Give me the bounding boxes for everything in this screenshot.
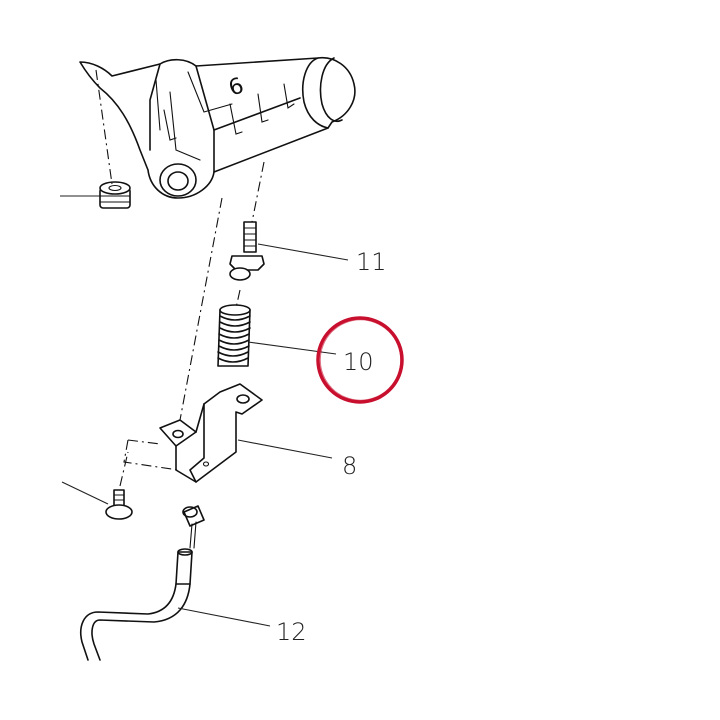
grommet [60, 69, 131, 209]
callout-label-12: 12 [276, 618, 307, 646]
callout-label-11: 11 [356, 248, 387, 276]
callout-label-8: 8 [342, 452, 357, 480]
screw [61, 451, 133, 520]
spring-part-10 [217, 304, 337, 367]
centerline-bolt [251, 161, 265, 223]
bolt-part-11 [229, 221, 349, 281]
bracket-part-8 [123, 383, 333, 483]
callout-label-10: 10 [343, 348, 374, 376]
centerline-pivot [179, 197, 223, 421]
highlight-circle [316, 316, 404, 404]
cable-part-12 [80, 505, 271, 661]
frame-bracket: 6 [79, 57, 356, 199]
